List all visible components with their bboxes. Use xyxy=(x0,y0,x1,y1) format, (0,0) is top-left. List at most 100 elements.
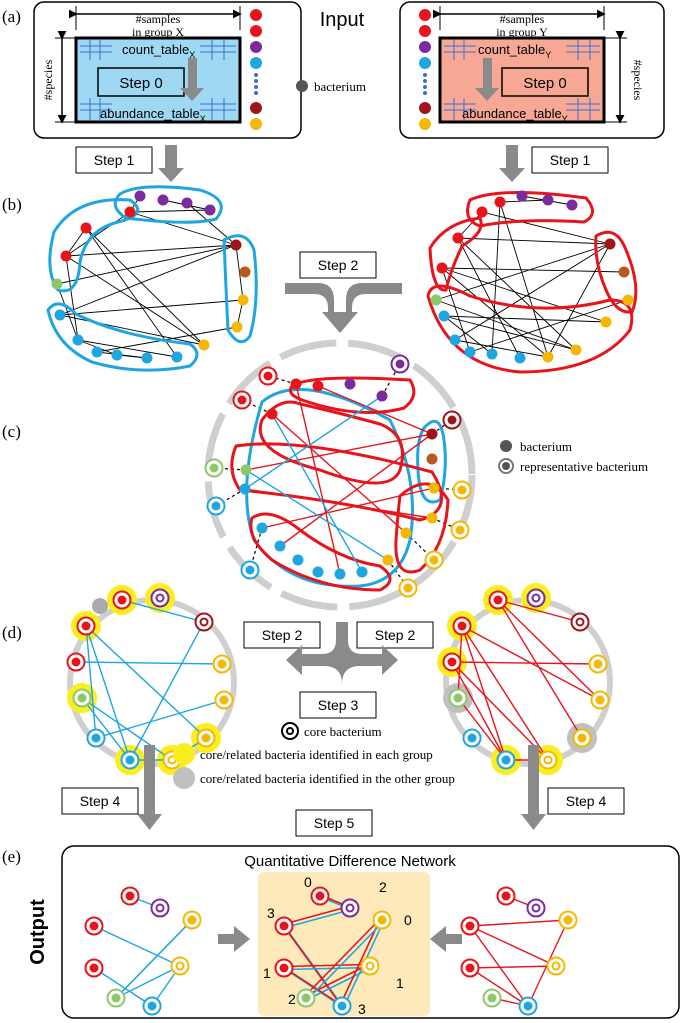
edge xyxy=(95,699,225,739)
node-core xyxy=(457,621,467,631)
diff-value: 0 xyxy=(304,874,312,890)
edge xyxy=(282,963,369,968)
step2-right-box xyxy=(356,621,434,649)
input-title: Input xyxy=(320,9,365,31)
step4-left-label: Step 4 xyxy=(80,793,121,809)
bacterium-node xyxy=(436,262,448,274)
edge xyxy=(451,661,549,761)
bacterium-node xyxy=(566,199,578,211)
edge xyxy=(281,924,342,1005)
edge xyxy=(56,244,237,285)
step4-left-box xyxy=(61,787,139,815)
node-core xyxy=(447,657,457,667)
core-node-center xyxy=(553,963,559,969)
node-core xyxy=(595,695,605,705)
bacterium-node xyxy=(266,408,278,420)
edge xyxy=(77,339,178,358)
node-core xyxy=(447,415,457,425)
bacterium-legend-icon xyxy=(296,80,308,92)
core-node-center xyxy=(347,905,353,911)
bacterium-node xyxy=(344,378,356,390)
edge xyxy=(65,244,237,257)
bacterium-node xyxy=(426,512,438,524)
bacterium-node xyxy=(449,334,461,346)
edge xyxy=(245,433,433,471)
step2-top-label: Step 2 xyxy=(318,257,359,273)
diff-value: 0 xyxy=(404,912,412,928)
bacterium-node xyxy=(171,351,183,363)
bacterium-node xyxy=(312,380,324,392)
step1-right-arrow xyxy=(499,145,525,182)
node-core xyxy=(125,755,135,765)
node-core xyxy=(201,733,211,743)
output-network-x xyxy=(84,886,202,1016)
samples-y-label: #samples xyxy=(500,12,545,26)
bacterium-node xyxy=(134,190,146,202)
output-title: Quantitative Difference Network xyxy=(244,853,456,870)
edge xyxy=(59,314,205,346)
edge xyxy=(469,919,569,927)
difference-values: 0 2 3 0 1 1 2 3 xyxy=(263,874,412,1017)
edge xyxy=(75,661,223,665)
count-table-x: count_tableX xyxy=(122,42,195,60)
edge xyxy=(441,267,549,358)
bacterium-node xyxy=(204,204,216,216)
node-core xyxy=(429,555,439,565)
core-node-center xyxy=(367,963,373,969)
bacterium-node xyxy=(290,378,302,390)
edge xyxy=(59,299,244,316)
node-core xyxy=(77,693,87,703)
step0-y: Step 0 xyxy=(523,75,566,92)
bacterium-node xyxy=(72,334,84,346)
gray-legend-icon xyxy=(173,767,195,789)
bacterium-node xyxy=(157,194,169,206)
output-left-arrow xyxy=(218,926,250,952)
step2-top-box xyxy=(299,251,377,279)
bacterium-node xyxy=(292,554,304,566)
node-core xyxy=(593,659,603,669)
edge xyxy=(481,211,611,245)
bacterium-node xyxy=(486,348,498,360)
bacterium-node xyxy=(312,566,324,578)
panel-label-a: (a) xyxy=(2,7,21,26)
yellow-legend-icon xyxy=(173,743,195,765)
diff-value: 2 xyxy=(288,991,296,1007)
node-core xyxy=(279,963,289,973)
step2-split-arrow xyxy=(286,622,398,684)
network-group-y xyxy=(426,190,638,374)
node-core xyxy=(465,963,475,973)
group-x-label: in group X xyxy=(132,25,184,39)
module-outline xyxy=(249,512,392,592)
bacterium-node xyxy=(237,294,249,306)
edge xyxy=(441,267,607,323)
edge xyxy=(279,433,433,547)
edge xyxy=(461,625,601,701)
step1-left-box xyxy=(75,146,153,174)
node-core xyxy=(89,921,99,931)
node-core xyxy=(467,733,477,743)
bacterium-node xyxy=(239,266,251,278)
bacterium-node xyxy=(54,309,66,321)
edge xyxy=(451,661,599,665)
bacterium-node xyxy=(438,310,450,322)
bacterium-node xyxy=(464,346,476,358)
panel-label-e: (e) xyxy=(2,847,21,866)
bacterium-node xyxy=(476,206,488,218)
module-outline xyxy=(466,190,594,228)
bacterium-node xyxy=(426,428,438,440)
bacterium-node xyxy=(600,316,612,328)
step0-x: Step 0 xyxy=(119,75,162,92)
core-node-center xyxy=(177,963,183,969)
panel-label-b: (b) xyxy=(2,195,22,214)
input-y-box: #samples in group Y #species count_table… xyxy=(399,1,665,139)
edge xyxy=(461,625,549,761)
edge xyxy=(129,209,211,213)
outer-ring xyxy=(204,339,476,611)
step1-left-label: Step 1 xyxy=(94,152,135,168)
bacterium-node xyxy=(382,554,394,566)
module-outline xyxy=(46,302,199,372)
node-core xyxy=(219,695,229,705)
node-core xyxy=(523,1001,533,1011)
bacterium-node xyxy=(428,482,440,494)
edge xyxy=(307,966,372,1001)
